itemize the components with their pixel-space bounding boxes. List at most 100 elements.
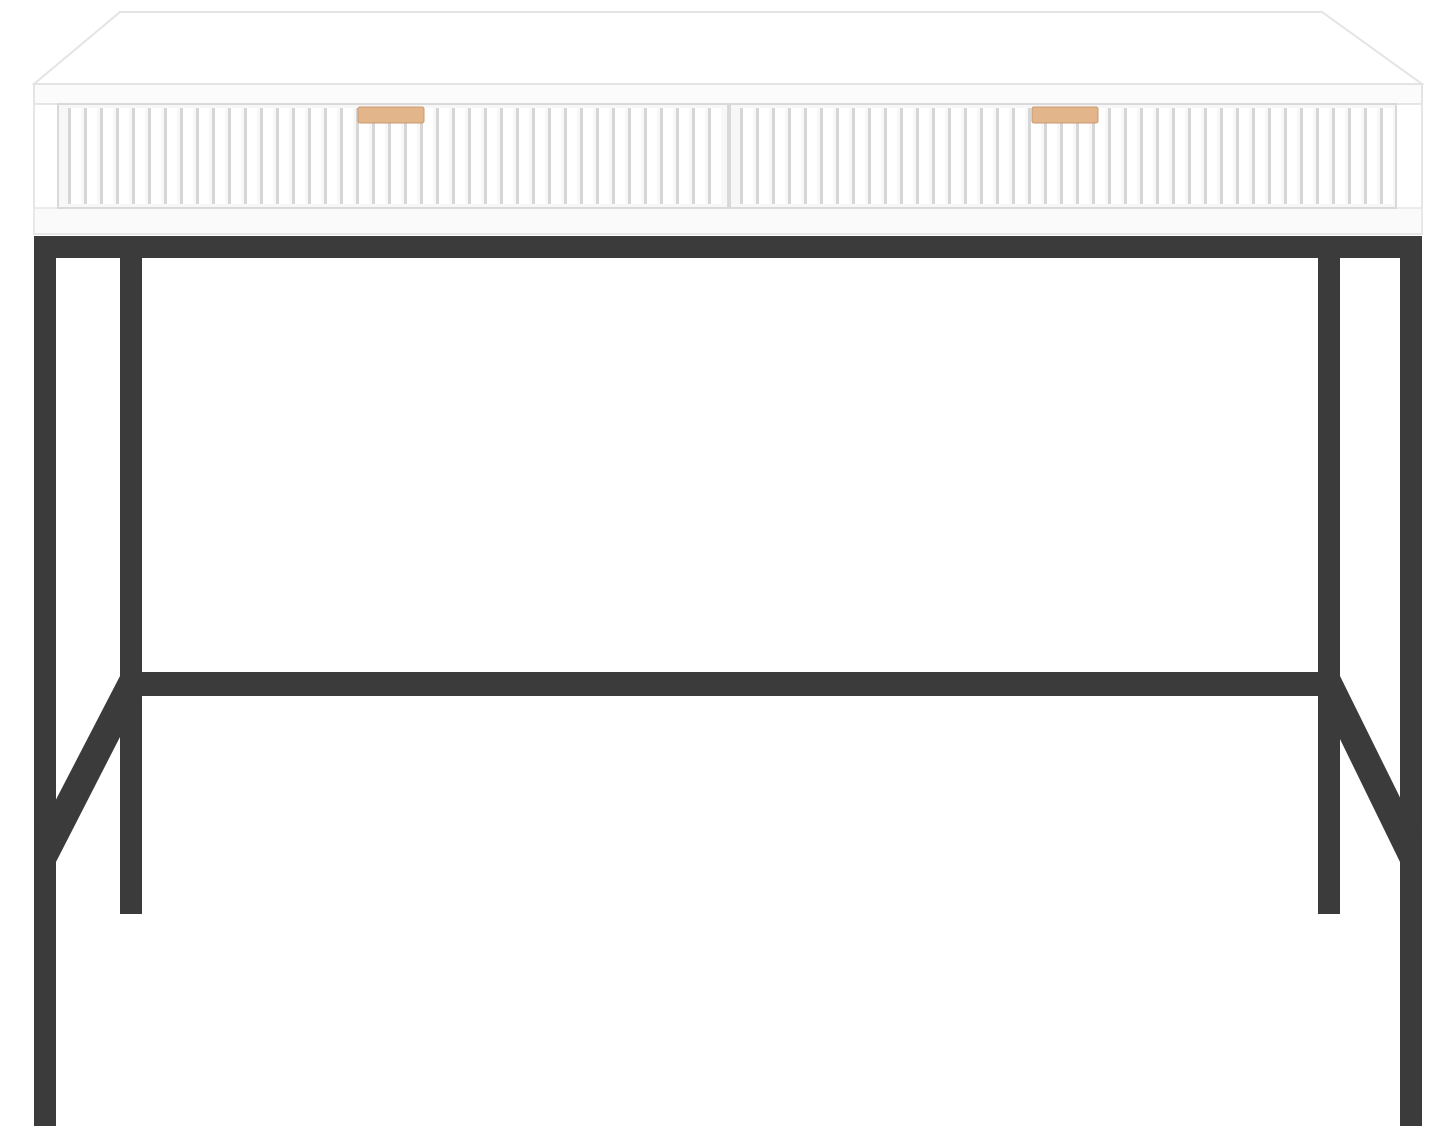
flute-rib bbox=[1335, 108, 1345, 204]
flute-groove bbox=[756, 108, 759, 204]
flute-rib bbox=[247, 108, 257, 204]
flute-rib bbox=[983, 108, 993, 204]
flute-groove bbox=[404, 108, 407, 204]
flute-groove bbox=[820, 108, 823, 204]
flute-groove bbox=[420, 108, 423, 204]
flute-rib bbox=[407, 108, 417, 204]
flute-rib bbox=[807, 108, 817, 204]
flute-rib bbox=[263, 108, 273, 204]
flute-groove bbox=[660, 108, 663, 204]
flute-groove bbox=[100, 108, 103, 204]
flute-groove bbox=[212, 108, 215, 204]
flute-rib bbox=[791, 108, 801, 204]
flute-rib bbox=[135, 108, 145, 204]
frame-back-leg-left bbox=[120, 258, 142, 914]
flute-rib bbox=[695, 108, 705, 204]
flute-groove bbox=[180, 108, 183, 204]
flute-rib bbox=[87, 108, 97, 204]
flute-groove bbox=[788, 108, 791, 204]
drawer-right[interactable] bbox=[729, 103, 1397, 209]
flute-groove bbox=[388, 108, 391, 204]
flute-groove bbox=[516, 108, 519, 204]
flute-rib bbox=[359, 108, 369, 204]
flute-rib bbox=[311, 108, 321, 204]
flute-rib bbox=[119, 108, 129, 204]
drawer-left-handle[interactable] bbox=[357, 106, 425, 124]
flute-rib bbox=[439, 108, 449, 204]
flute-rib bbox=[1159, 108, 1169, 204]
flute-rib bbox=[679, 108, 689, 204]
flute-groove bbox=[1236, 108, 1239, 204]
flute-groove bbox=[532, 108, 535, 204]
flute-rib bbox=[551, 108, 561, 204]
flute-groove bbox=[324, 108, 327, 204]
flute-rib bbox=[391, 108, 401, 204]
flute-groove bbox=[1268, 108, 1271, 204]
flute-rib bbox=[167, 108, 177, 204]
flute-rib bbox=[1047, 108, 1057, 204]
frame-front-leg-right bbox=[1400, 236, 1422, 1126]
flute-rib bbox=[503, 108, 513, 204]
tabletop-surface bbox=[31, 11, 1426, 85]
flute-rib bbox=[1223, 108, 1233, 204]
flute-rib bbox=[1351, 108, 1361, 204]
frame-top-rail bbox=[34, 236, 1422, 258]
flute-groove bbox=[308, 108, 311, 204]
flute-groove bbox=[1012, 108, 1015, 204]
drawer-left[interactable] bbox=[57, 103, 729, 209]
flute-groove bbox=[772, 108, 775, 204]
flute-groove bbox=[1316, 108, 1319, 204]
flute-groove bbox=[740, 108, 743, 204]
flute-groove bbox=[676, 108, 679, 204]
flute-rib bbox=[1239, 108, 1249, 204]
drawer-box-bottom-shelf bbox=[33, 207, 1423, 235]
flute-rib bbox=[1319, 108, 1329, 204]
flute-groove bbox=[644, 108, 647, 204]
flute-groove bbox=[356, 108, 359, 204]
flute-rib bbox=[103, 108, 113, 204]
flute-rib bbox=[1175, 108, 1185, 204]
flute-groove bbox=[964, 108, 967, 204]
flute-rib bbox=[1271, 108, 1281, 204]
flute-groove bbox=[452, 108, 455, 204]
flute-groove bbox=[852, 108, 855, 204]
flute-groove bbox=[468, 108, 471, 204]
flute-rib bbox=[343, 108, 353, 204]
flute-groove bbox=[1380, 108, 1383, 204]
flute-rib bbox=[327, 108, 337, 204]
tabletop bbox=[31, 11, 1426, 105]
flute-rib bbox=[215, 108, 225, 204]
flute-groove bbox=[612, 108, 615, 204]
flute-rib bbox=[1031, 108, 1041, 204]
tabletop-edge bbox=[33, 83, 1423, 105]
flute-rib bbox=[1287, 108, 1297, 204]
flute-groove bbox=[1220, 108, 1223, 204]
flute-groove bbox=[244, 108, 247, 204]
flute-groove bbox=[980, 108, 983, 204]
flute-groove bbox=[1108, 108, 1111, 204]
flute-groove bbox=[1300, 108, 1303, 204]
flute-groove bbox=[580, 108, 583, 204]
flute-groove bbox=[500, 108, 503, 204]
flute-rib bbox=[279, 108, 289, 204]
flute-groove bbox=[1204, 108, 1207, 204]
flute-groove bbox=[1284, 108, 1287, 204]
flute-groove bbox=[708, 108, 711, 204]
flute-rib bbox=[599, 108, 609, 204]
flute-groove bbox=[804, 108, 807, 204]
flute-groove bbox=[1348, 108, 1351, 204]
flute-groove bbox=[1140, 108, 1143, 204]
flute-rib bbox=[919, 108, 929, 204]
flute-groove bbox=[292, 108, 295, 204]
flute-rib bbox=[967, 108, 977, 204]
drawer-right-handle[interactable] bbox=[1031, 106, 1099, 124]
flute-rib bbox=[199, 108, 209, 204]
flute-groove bbox=[1076, 108, 1079, 204]
flute-rib bbox=[519, 108, 529, 204]
flute-rib bbox=[631, 108, 641, 204]
flute-rib bbox=[71, 108, 81, 204]
flute-rib bbox=[615, 108, 625, 204]
flute-rib bbox=[871, 108, 881, 204]
flute-rib bbox=[647, 108, 657, 204]
